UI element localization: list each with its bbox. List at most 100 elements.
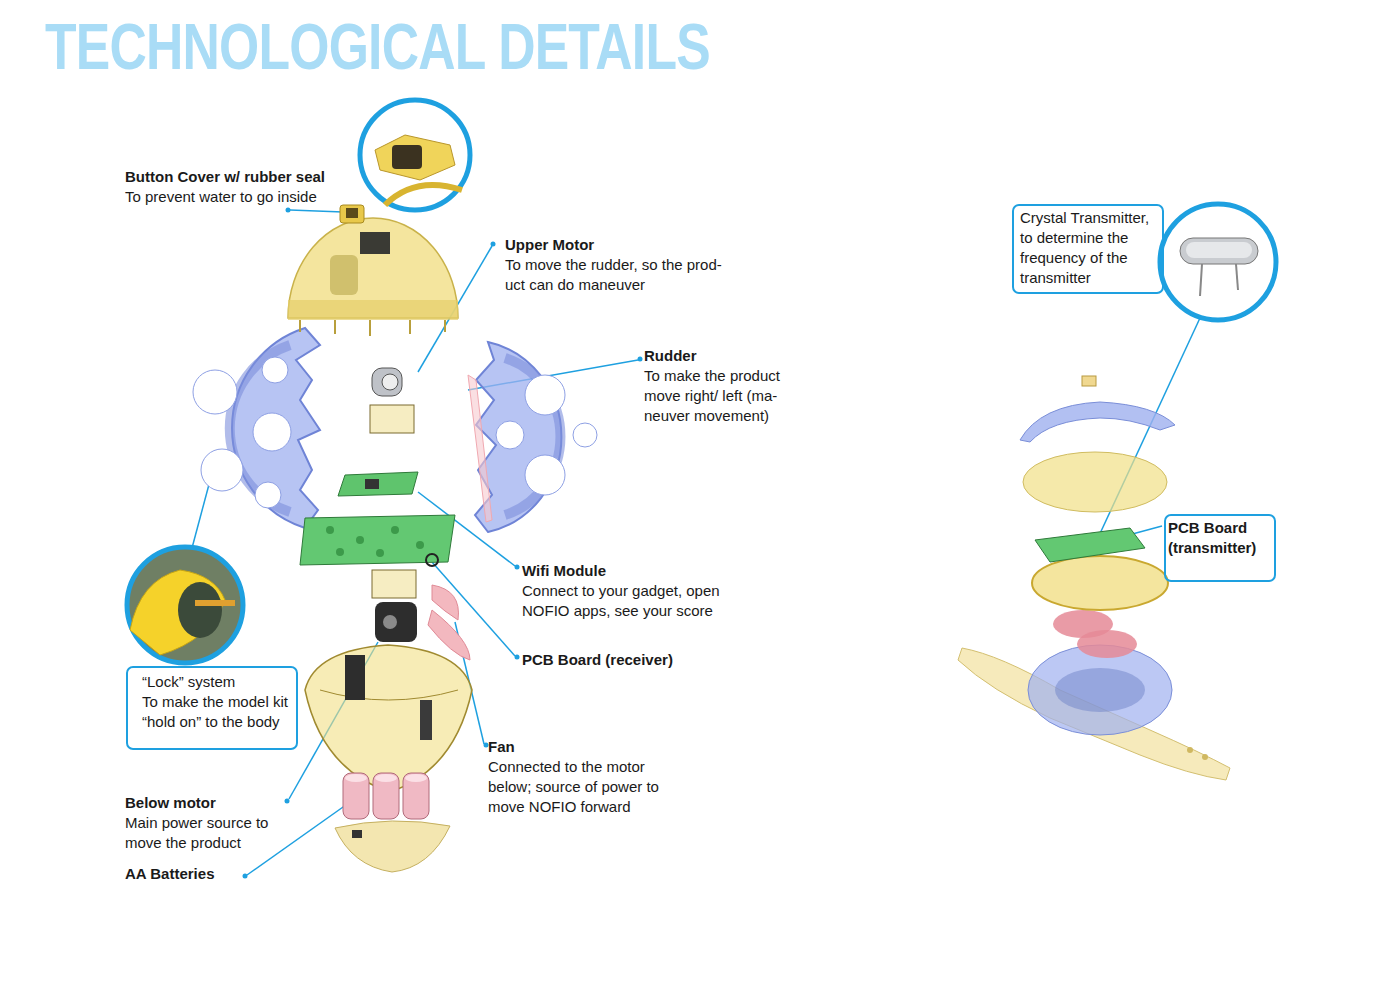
left-shell [253, 413, 291, 451]
bottom-shell [320, 690, 458, 700]
zoom-circle [1236, 264, 1238, 290]
zoom-circle [195, 600, 235, 606]
right-shell [475, 342, 597, 532]
leader-dot [515, 565, 520, 570]
watch [958, 376, 1230, 780]
below-motor [375, 602, 417, 642]
leader-dot [212, 208, 1127, 879]
batteries [375, 774, 397, 782]
leader-line [192, 210, 1200, 875]
batteries [405, 774, 427, 782]
watch [1082, 376, 1096, 386]
pcb-receiver [326, 526, 424, 557]
wifi-module [365, 479, 379, 489]
bottom-cap [352, 830, 362, 838]
upper-motor [382, 374, 398, 390]
zoom-circle [360, 100, 470, 210]
fan [428, 585, 470, 660]
motor-bracket [370, 405, 414, 433]
zoom-circle [1186, 242, 1252, 258]
watch [1032, 556, 1168, 610]
pcb-receiver [376, 549, 384, 557]
left-shell [193, 328, 320, 528]
callout-heading: “Lock” system [142, 672, 288, 692]
watch [1202, 754, 1208, 760]
motor-bracket [372, 570, 416, 598]
rudder [468, 375, 492, 522]
zoom-circle [1200, 264, 1202, 296]
top-dome [288, 300, 458, 320]
left-shell [232, 328, 320, 528]
button-cover [340, 205, 364, 223]
bottom-shell [345, 655, 365, 700]
callout-text: PCB Board (transmitter) [1168, 518, 1268, 558]
pcb-receiver [426, 554, 438, 566]
upper-motor [372, 368, 402, 396]
zoom-circle [375, 135, 455, 180]
left-shell [255, 482, 281, 508]
leader-dot [243, 874, 248, 879]
zoom-circle [1160, 204, 1276, 320]
leader-dot [484, 743, 489, 748]
pcb-receiver [336, 548, 344, 556]
top-dome [409, 320, 411, 334]
zoom-circle [1160, 204, 1276, 320]
zoom-circle [385, 185, 462, 205]
bottom-shell [420, 700, 432, 740]
below-motor [375, 602, 417, 642]
batteries [343, 773, 429, 819]
left-shell [193, 370, 237, 414]
batteries [403, 773, 429, 819]
right-shell [525, 455, 565, 495]
part-name: AA Batteries [125, 864, 295, 884]
part-name: Below motor [125, 793, 295, 813]
bottom-cap [335, 821, 450, 872]
zoom-circle [392, 145, 422, 169]
page-title: TECHNOLOGICAL DETAILS [45, 10, 710, 84]
below-motor [383, 615, 397, 629]
wifi-module [338, 472, 418, 496]
wifi-module [338, 472, 418, 496]
part-description: Connected to the motor below; source of … [488, 757, 688, 817]
part-name: Upper Motor [505, 235, 755, 255]
leader-dot [285, 799, 290, 804]
motor-bracket [370, 405, 414, 433]
part-description: To make the product move right/ left (ma… [644, 366, 802, 426]
top-dome [334, 320, 336, 334]
top-dome [330, 255, 358, 295]
button-cover [340, 205, 364, 223]
watch [1055, 668, 1145, 712]
callout-box: PCB Board (transmitter) [1164, 514, 1276, 582]
leader-dot [515, 655, 520, 660]
watch [1028, 645, 1172, 735]
bottom-shell [305, 645, 472, 792]
fan [428, 610, 470, 660]
leader-dot [286, 208, 291, 213]
part-name: Wifi Module [522, 561, 742, 581]
bottom-shell [305, 645, 472, 792]
top-dome [288, 218, 458, 336]
button-cover [346, 208, 358, 218]
top-dome [299, 320, 301, 332]
callout-text: Crystal Transmitter, to determine the fr… [1020, 208, 1154, 288]
top-dome [444, 320, 446, 332]
leader-dot [638, 357, 643, 362]
zoom-circle [127, 547, 243, 663]
pcb-receiver [300, 515, 455, 565]
leader-dot [491, 242, 496, 247]
callout-box: “Lock” systemTo make the model kit “hold… [126, 666, 298, 750]
top-dome [300, 320, 445, 336]
pcb-receiver [416, 541, 424, 549]
part-description: To prevent water to go inside [125, 187, 385, 207]
zoom-circle [178, 582, 222, 638]
watch [1035, 528, 1145, 562]
callout-text: To make the model kit “hold on” to the b… [142, 692, 288, 732]
zoom-circle [127, 547, 243, 663]
part-name: Fan [488, 737, 688, 757]
pcb-receiver [356, 536, 364, 544]
watch [1023, 452, 1167, 512]
right-shell [525, 375, 565, 415]
watch [1020, 402, 1175, 442]
callout-box: Crystal Transmitter, to determine the fr… [1012, 204, 1164, 294]
